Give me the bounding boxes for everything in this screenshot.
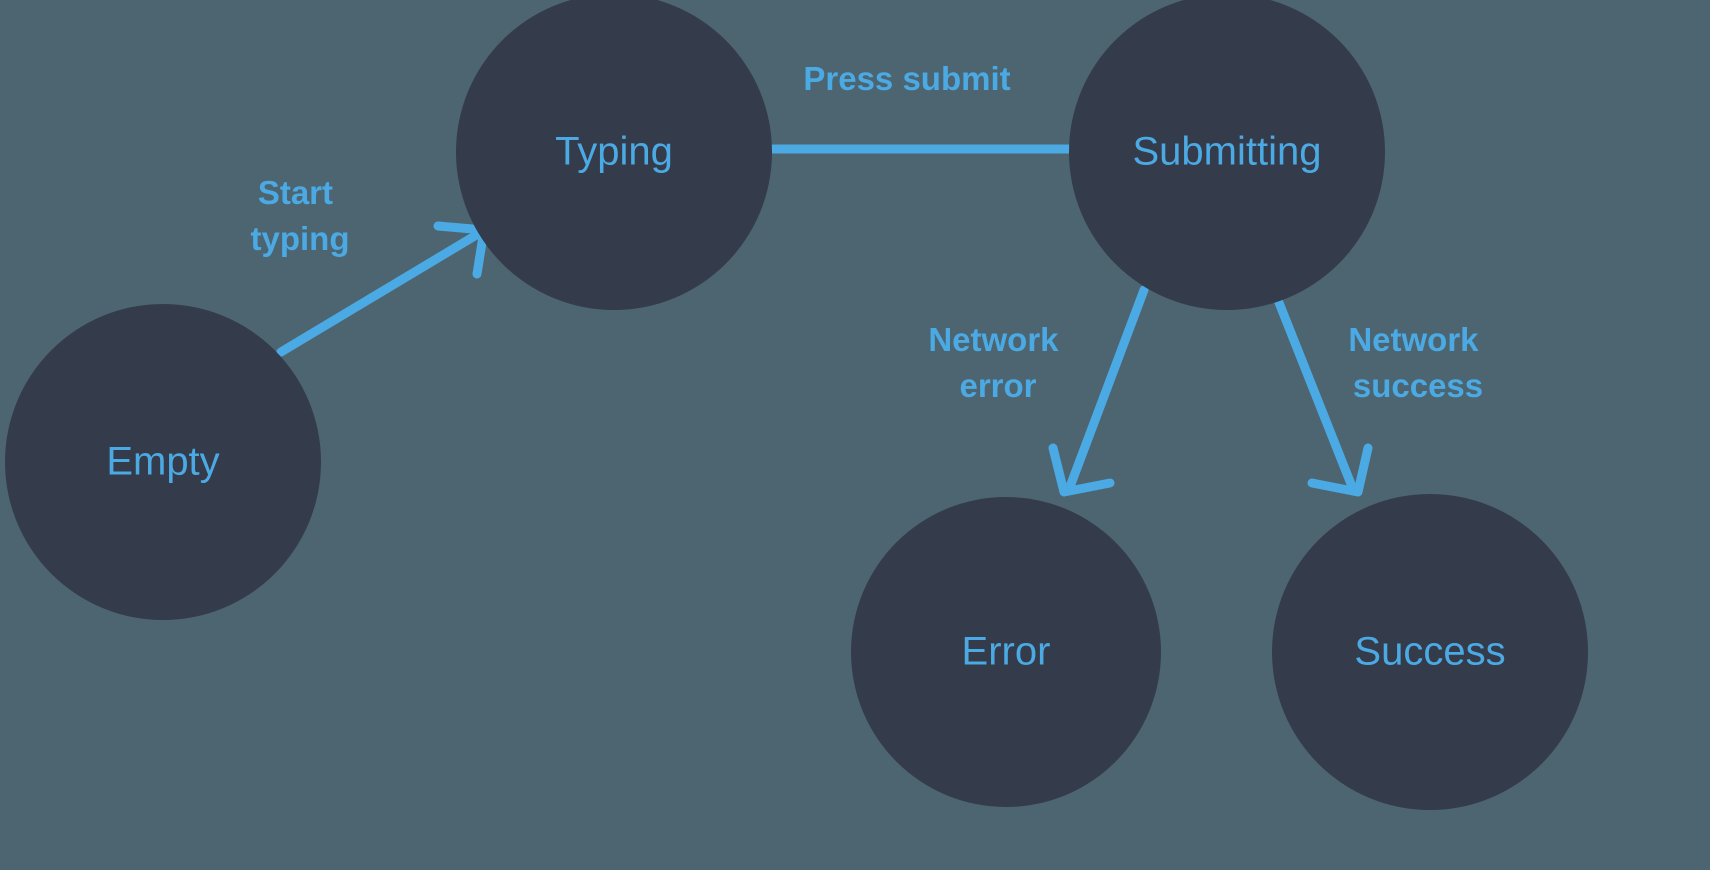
state-node-submitting-circle[interactable] [1069,0,1385,310]
state-node-typing-label: Typing [555,130,673,174]
state-node-typing-circle[interactable] [456,0,772,310]
edge-submitting-to-error-arrowhead [1048,443,1115,497]
edge-submitting-to-success [1269,285,1373,497]
state-node-empty-circle[interactable] [5,304,321,620]
edge-submitting-to-error-line [1066,285,1149,489]
state-node-empty[interactable]: Empty [5,304,321,620]
state-node-success-label: Success [1354,630,1505,674]
state-node-empty-label: Empty [106,440,219,484]
edge-submitting-to-success-arrowhead [1307,443,1373,497]
state-node-submitting-label: Submitting [1133,130,1322,174]
edge-empty-to-typing-line [276,229,483,357]
edge-label-network-error: Network error [928,321,1067,404]
state-node-submitting[interactable]: Submitting [1069,0,1385,310]
edge-label-start-typing: Start typing [251,174,350,257]
edge-label-network-success: Network success [1348,321,1487,404]
state-node-error-circle[interactable] [851,497,1161,807]
edge-submitting-to-success-line [1269,285,1356,489]
state-node-error-label: Error [962,630,1051,674]
state-node-typing[interactable]: Typing [456,0,772,310]
state-node-success[interactable]: Success [1272,494,1588,810]
edge-submitting-to-error [1048,285,1149,497]
edge-label-press-submit: Press submit [803,60,1010,97]
state-node-error[interactable]: Error [851,497,1161,807]
state-node-success-circle[interactable] [1272,494,1588,810]
